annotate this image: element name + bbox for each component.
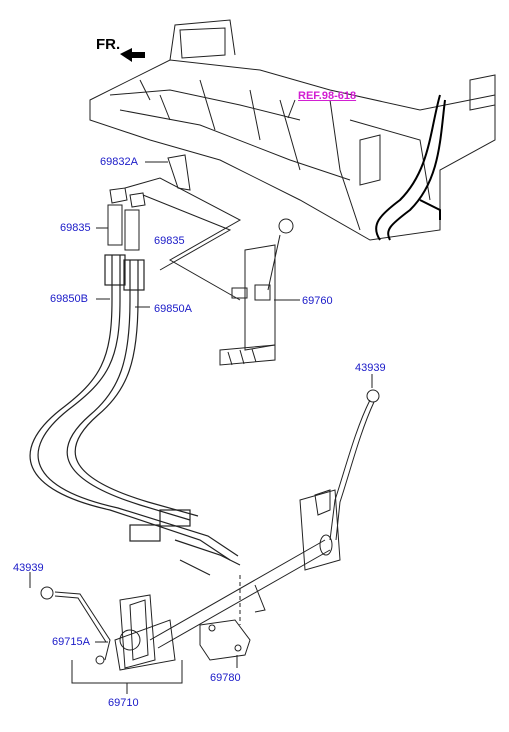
- part-label-69832A[interactable]: 69832A: [100, 156, 138, 168]
- part-label-69715A[interactable]: 69715A: [52, 636, 90, 648]
- shift-lever: [299, 389, 380, 571]
- part-label-43939-top[interactable]: 43939: [355, 362, 386, 374]
- direction-marker: FR.: [96, 36, 121, 53]
- ref-leader-line: [287, 99, 296, 119]
- arrow-right-icon: [120, 48, 145, 62]
- shift-cables: [29, 254, 241, 576]
- part-label-69835-right[interactable]: 69835: [154, 235, 185, 247]
- part-label-69835-left[interactable]: 69835: [60, 222, 91, 234]
- mount-bracket-69710: [114, 594, 176, 671]
- reference-link[interactable]: REF.98-618: [298, 90, 357, 102]
- wiring-harness: [375, 94, 446, 241]
- part-label-69850A[interactable]: 69850A: [154, 303, 192, 315]
- part-label-69760[interactable]: 69760: [302, 295, 333, 307]
- bracket-69832A: [167, 154, 191, 191]
- boot-parts: [107, 177, 242, 301]
- part-label-69780[interactable]: 69780: [210, 672, 241, 684]
- part-label-69850B[interactable]: 69850B: [50, 293, 88, 305]
- lever-bracket-69760: [219, 218, 294, 366]
- lower-lever-69715A: [40, 586, 111, 665]
- shift-shaft: [149, 534, 333, 649]
- part-label-43939-left[interactable]: 43939: [13, 562, 44, 574]
- chassis-frame: [89, 19, 496, 241]
- link-69780: [199, 619, 251, 661]
- part-label-69710[interactable]: 69710: [108, 697, 139, 709]
- group-bracket-69710: [71, 660, 183, 684]
